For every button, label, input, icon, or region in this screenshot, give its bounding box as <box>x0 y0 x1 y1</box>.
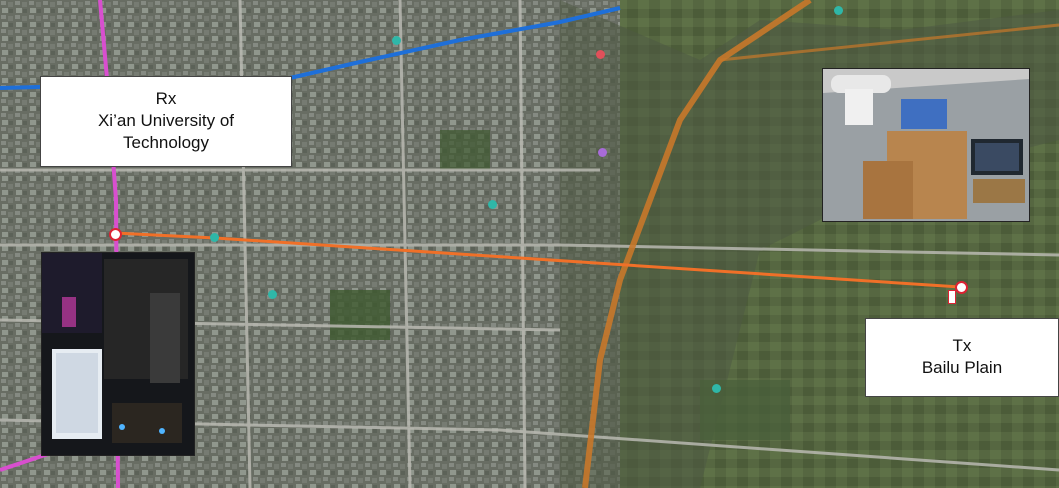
map-marker-icon[interactable] <box>109 228 122 241</box>
tx-location: Bailu Plain <box>921 358 1003 377</box>
rx-location-line2: Technology <box>122 133 209 152</box>
rx-label: Rx Xi’an University of Technology <box>40 76 292 167</box>
map-marker-icon[interactable] <box>955 281 968 294</box>
poi-icon[interactable] <box>210 233 219 242</box>
poi-icon[interactable] <box>392 36 401 45</box>
tx-site-photo <box>822 68 1030 222</box>
poi-icon[interactable] <box>712 384 721 393</box>
rx-location-line1: Xi’an University of <box>97 111 235 130</box>
poi-icon[interactable] <box>596 50 605 59</box>
rx-name: Rx <box>155 89 177 108</box>
rx-site-photo <box>41 252 195 456</box>
poi-icon[interactable] <box>488 200 497 209</box>
tx-label: Tx Bailu Plain <box>865 318 1059 397</box>
poi-icon[interactable] <box>834 6 843 15</box>
tx-name: Tx <box>952 336 972 355</box>
poi-icon[interactable] <box>268 290 277 299</box>
tx-marker-tag <box>948 290 956 304</box>
poi-icon[interactable] <box>598 148 607 157</box>
